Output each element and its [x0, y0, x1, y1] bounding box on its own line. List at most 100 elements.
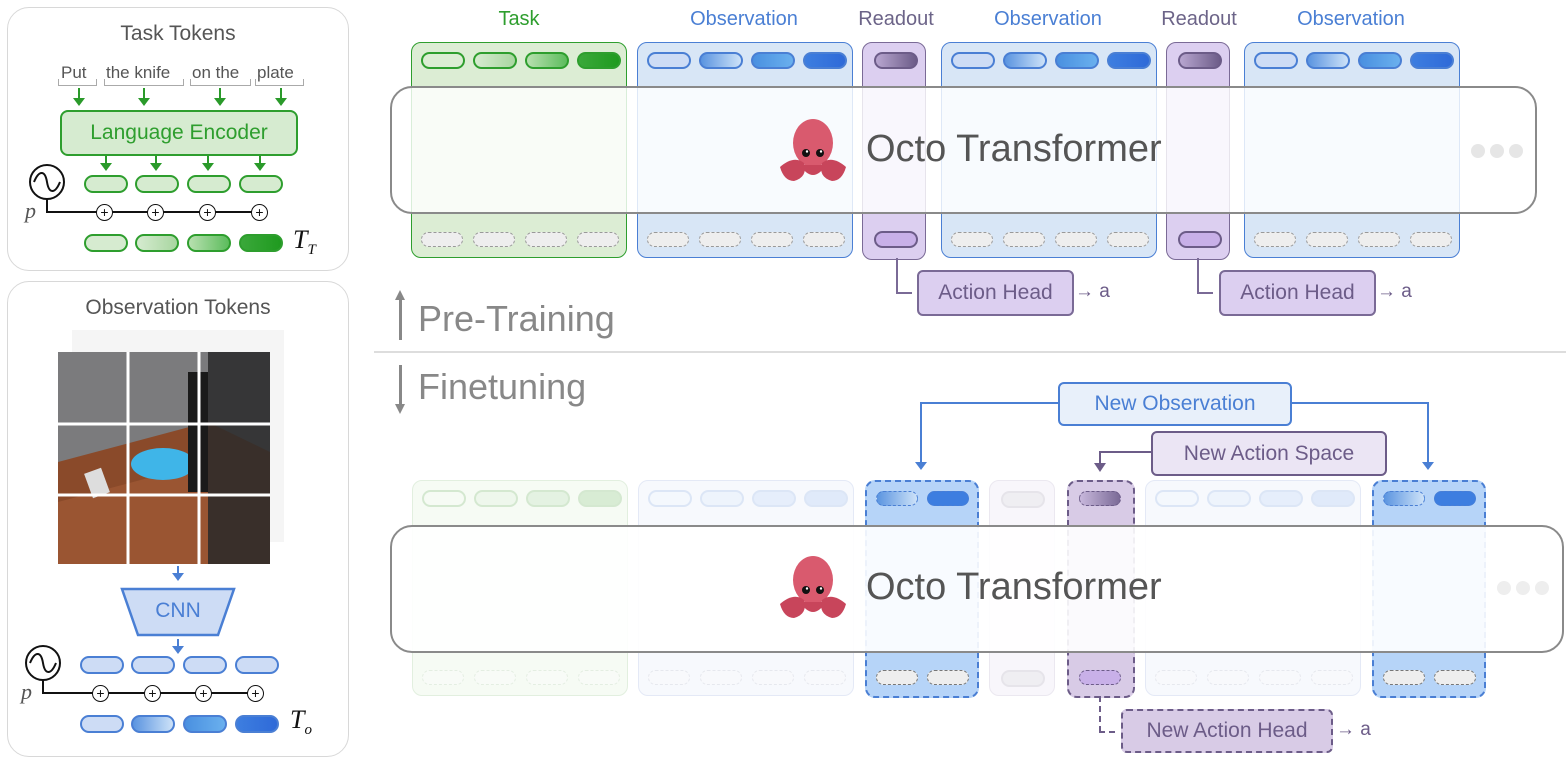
- new-output-token: [876, 670, 918, 685]
- output-token: [1358, 232, 1400, 247]
- output-token: [473, 232, 515, 247]
- output-token-faded: [1155, 670, 1197, 685]
- observation-token: [1254, 52, 1298, 69]
- output-token-faded: [804, 670, 846, 685]
- observation-token: [131, 715, 175, 733]
- octo-transformer-finetuning: [390, 525, 1564, 653]
- new-action-space-connector: [1100, 451, 1152, 453]
- observation-token: [1410, 52, 1454, 69]
- task-embedding-token: [84, 175, 128, 193]
- task-token: [239, 234, 283, 252]
- output-token-faded: [578, 670, 620, 685]
- output-token-faded: [526, 670, 568, 685]
- observation-token: [1358, 52, 1402, 69]
- octopus-icon: [774, 552, 852, 629]
- output-token: [525, 232, 567, 247]
- add-icon: +: [247, 685, 264, 702]
- observation-token: [951, 52, 995, 69]
- arrow-down-icon: [150, 156, 162, 171]
- add-icon: +: [199, 204, 216, 221]
- obs-embedding-token: [183, 656, 227, 674]
- new-readout-output-token: [1079, 670, 1121, 685]
- new-action-output: → a: [1336, 719, 1371, 740]
- output-token: [1003, 232, 1045, 247]
- observation-token-faded: [648, 490, 692, 507]
- column-header-readout: Readout: [858, 8, 934, 30]
- new-obs-connector: [921, 402, 1059, 404]
- output-token: [577, 232, 619, 247]
- readout-token: [1178, 52, 1222, 69]
- arrow-down-icon: [202, 156, 214, 171]
- new-action-head-connector: [1099, 731, 1115, 733]
- pos-line: [42, 680, 44, 693]
- finetuning-label: Finetuning: [418, 366, 587, 407]
- pos-line: [46, 199, 48, 212]
- output-token-faded: [422, 670, 464, 685]
- task-token: [84, 234, 128, 252]
- ellipsis-icon: [1516, 581, 1530, 595]
- ellipsis-icon: [1535, 581, 1549, 595]
- new-observation-token: [876, 491, 918, 506]
- arrow-down-icon: [172, 566, 184, 581]
- connector-line: [896, 258, 898, 293]
- output-token: [421, 232, 463, 247]
- transformer-label: Octo Transformer: [866, 128, 1162, 170]
- new-observation-token: [927, 491, 969, 506]
- task-token: [577, 52, 621, 69]
- output-token: [1107, 232, 1149, 247]
- arrow-down-icon: [214, 88, 226, 106]
- output-token: [803, 232, 845, 247]
- obs-embedding-token: [131, 656, 175, 674]
- connector-line: [1197, 258, 1199, 293]
- arrow-down-icon: [172, 639, 184, 654]
- new-readout-token: [1079, 491, 1121, 506]
- output-token: [1410, 232, 1452, 247]
- word-bracket: [58, 79, 97, 86]
- observation-token-faded: [1155, 490, 1199, 507]
- transformer-label: Octo Transformer: [866, 566, 1162, 608]
- output-token-faded: [474, 670, 516, 685]
- octopus-icon: [774, 115, 852, 192]
- column-header-readout: Readout: [1161, 8, 1237, 30]
- new-output-token: [1434, 670, 1476, 685]
- connector-line: [896, 292, 912, 294]
- observation-tokens-title: Observation Tokens: [85, 296, 271, 319]
- down-arrow-icon: [399, 365, 402, 405]
- observation-token: [1107, 52, 1151, 69]
- action-head-1: Action Head: [917, 270, 1074, 316]
- observation-token: [803, 52, 847, 69]
- readout-token: [874, 52, 918, 69]
- arrow-down-icon: [1094, 463, 1106, 472]
- column-header-task: Task: [498, 8, 540, 30]
- observation-token: [183, 715, 227, 733]
- cnn-label: CNN: [155, 599, 201, 622]
- observation-token: [235, 715, 279, 733]
- task-token-faded: [578, 490, 622, 507]
- add-icon: +: [96, 204, 113, 221]
- cnn-encoder: CNN: [120, 587, 236, 637]
- arrow-down-icon: [915, 402, 927, 470]
- readout-output-token: [1178, 231, 1222, 248]
- readout-output-token-faded: [1001, 670, 1045, 687]
- readout-token-faded: [1001, 491, 1045, 508]
- observation-token-faded: [804, 490, 848, 507]
- arrow-down-icon: [73, 88, 85, 106]
- obs-embedding-token: [235, 656, 279, 674]
- new-output-token: [1383, 670, 1425, 685]
- add-icon: +: [195, 685, 212, 702]
- output-token: [699, 232, 741, 247]
- ellipsis-icon: [1490, 144, 1504, 158]
- arrow-down-icon: [1422, 402, 1434, 470]
- connector-line: [1197, 292, 1213, 294]
- task-tokens-title: Task Tokens: [120, 22, 236, 45]
- task-token: [525, 52, 569, 69]
- task-embedding-token: [135, 175, 179, 193]
- output-token: [951, 232, 993, 247]
- task-token-faded: [422, 490, 466, 507]
- task-token-faded: [526, 490, 570, 507]
- column-header-observation: Observation: [1297, 8, 1405, 30]
- observation-token: [1055, 52, 1099, 69]
- observation-token-faded: [752, 490, 796, 507]
- add-icon: +: [92, 685, 109, 702]
- output-token: [1306, 232, 1348, 247]
